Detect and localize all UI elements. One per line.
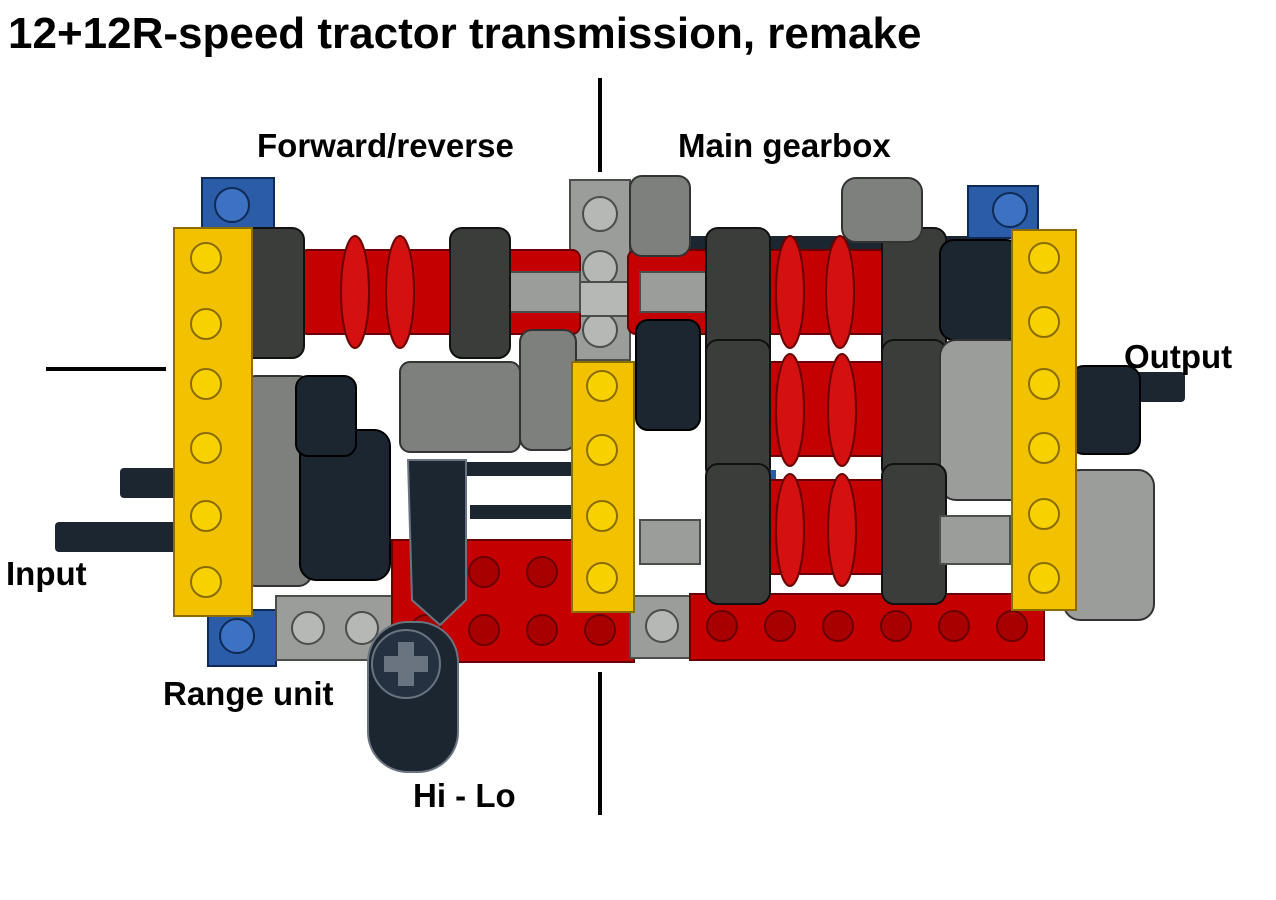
hi-lo-label: Hi - Lo [413,777,516,814]
hi-lo-lever [367,459,467,773]
output-label: Output [1124,338,1233,375]
input-label: Input [6,555,87,592]
shaft-row-middle [399,319,1141,501]
gray-beam-middle [629,595,695,659]
shaft-row-bottom [639,463,1155,621]
main-gearbox-label: Main gearbox [678,127,891,164]
page-title: 12+12R-speed tractor transmission, remak… [8,9,922,58]
shift-axle-lower [470,505,580,519]
forward-reverse-label: Forward/reverse [257,127,514,164]
yellow-beam-left [173,227,253,617]
section-divider-left [46,367,166,371]
input-axle-lower [55,522,195,552]
section-divider-top [598,78,602,172]
range-unit-label: Range unit [163,675,334,712]
yellow-beam-right [1011,229,1077,611]
shaft-row-top [241,175,1021,365]
yellow-beam-middle [571,361,635,613]
section-divider-bottom [598,672,602,815]
range-unit-gears [241,375,391,587]
shift-axle-upper [460,462,580,476]
